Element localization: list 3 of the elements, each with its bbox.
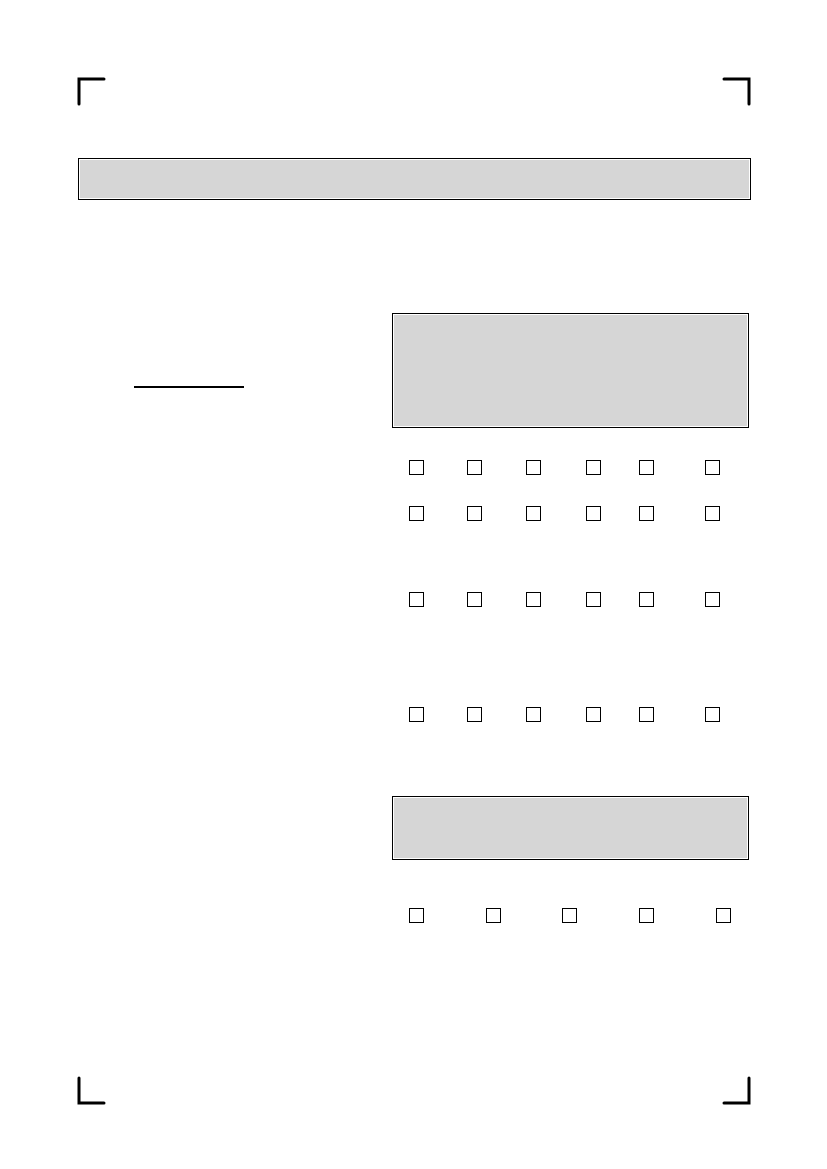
shaded-panel bbox=[392, 796, 749, 860]
shaded-panel bbox=[392, 313, 749, 428]
shaded-panel bbox=[78, 158, 751, 200]
